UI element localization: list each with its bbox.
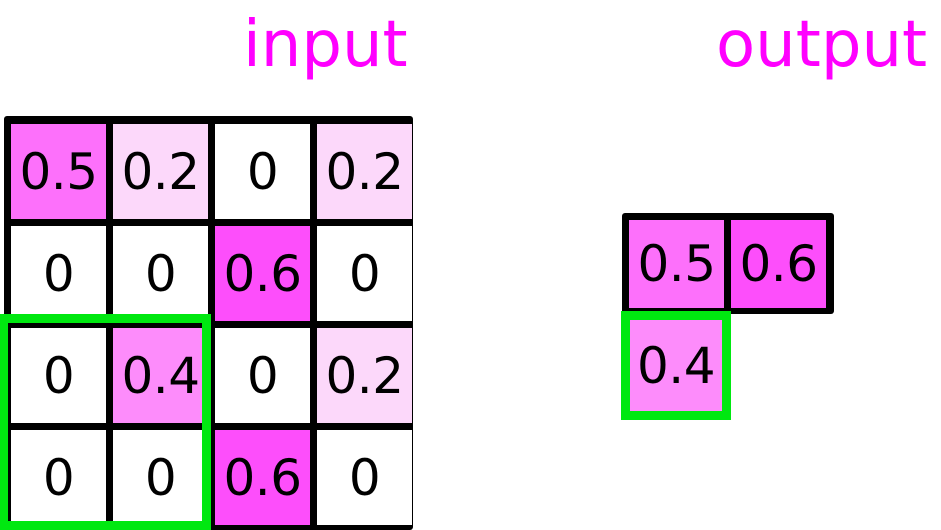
output-grid: 0.5 0.6: [622, 213, 834, 314]
grid-cell-value: 0.6: [739, 235, 818, 293]
grid-cell-value: 0.4: [121, 346, 200, 405]
grid-cell[interactable]: 0: [215, 124, 310, 219]
grid-cell[interactable]: 0.2: [317, 328, 412, 423]
grid-cell-value: 0.2: [325, 346, 404, 405]
grid-cell[interactable]: 0: [11, 226, 106, 321]
grid-cell[interactable]: 0.4: [113, 328, 208, 423]
grid-cell[interactable]: 0.5: [629, 220, 724, 308]
grid-cell[interactable]: 0.2: [317, 124, 412, 219]
input-grid: 0.5 0.2 0 0.2 0 0 0.6 0 0 0.4 0 0.2 0 0 0.6 0: [4, 116, 413, 530]
grid-cell-value: 0: [42, 448, 75, 507]
output-panel-title: output: [716, 8, 928, 82]
grid-cell-value: 0: [246, 346, 279, 405]
grid-cell-value: 0: [42, 346, 75, 405]
grid-cell-value: 0.2: [325, 142, 404, 201]
grid-cell-value: 0: [144, 244, 177, 303]
grid-cell-value: 0: [144, 448, 177, 507]
grid-cell[interactable]: 0.6: [731, 220, 826, 308]
grid-cell[interactable]: 0.5: [11, 124, 106, 219]
grid-cell[interactable]: 0: [113, 226, 208, 321]
grid-cell-value: 0.4: [636, 336, 716, 395]
output-selection-box: 0.4: [621, 311, 731, 420]
grid-cell[interactable]: 0.2: [113, 124, 208, 219]
grid-cell[interactable]: 0: [11, 328, 106, 423]
grid-cell-value: 0.5: [637, 235, 716, 293]
input-panel-title: input: [243, 8, 408, 82]
grid-cell[interactable]: 0: [11, 430, 106, 525]
grid-cell[interactable]: 0: [317, 226, 412, 321]
grid-cell[interactable]: 0: [113, 430, 208, 525]
grid-cell-value: 0.6: [223, 448, 302, 507]
grid-cell-value: 0: [42, 244, 75, 303]
grid-cell-value: 0.2: [121, 142, 200, 201]
grid-cell-value: 0.5: [19, 142, 98, 201]
grid-cell[interactable]: 0.6: [215, 226, 310, 321]
grid-cell[interactable]: 0: [215, 328, 310, 423]
grid-cell[interactable]: 0.6: [215, 430, 310, 525]
grid-cell-value: 0: [246, 142, 279, 201]
grid-cell-value: 0.6: [223, 244, 302, 303]
grid-cell-selected[interactable]: 0.4: [630, 320, 722, 411]
grid-cell-value: 0: [348, 244, 381, 303]
grid-cell[interactable]: 0: [317, 430, 412, 525]
grid-cell-value: 0: [348, 448, 381, 507]
